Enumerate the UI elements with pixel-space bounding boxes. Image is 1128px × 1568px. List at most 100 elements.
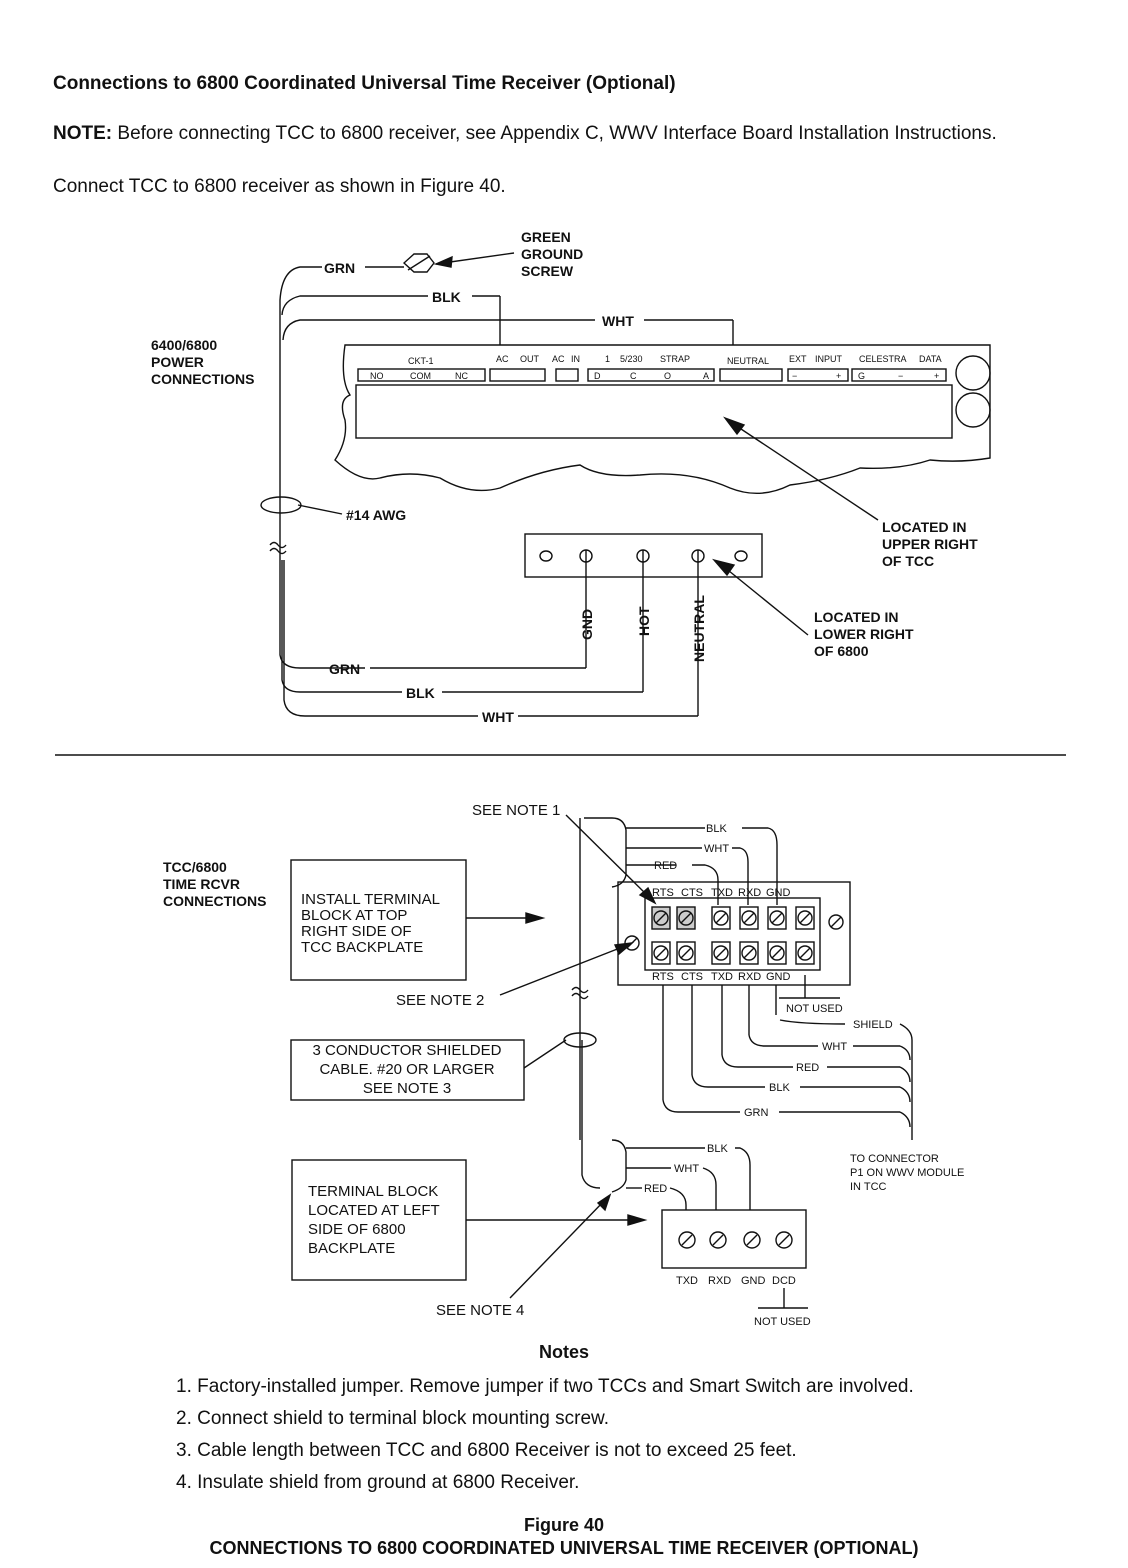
tcc-terminal-bottom: GND xyxy=(766,971,791,983)
figure-number: Figure 40 xyxy=(523,1515,605,1535)
tcc-label-line3: CONNECTIONS xyxy=(163,893,266,909)
tcc-terminal-top: CTS xyxy=(681,887,703,899)
tcc-terminal-bottom: RTS xyxy=(652,971,674,983)
connector-line3: IN TCC xyxy=(850,1181,887,1193)
wire-wht-6800: WHT xyxy=(674,1163,699,1175)
note-line: NOTE: Before connecting TCC to 6800 rece… xyxy=(53,123,997,145)
wire-grn-out: GRN xyxy=(744,1107,769,1119)
wire-blk-in: BLK xyxy=(706,823,727,835)
terminal-box-line3: SIDE OF 6800 xyxy=(308,1221,406,1238)
strip-label: INPUT xyxy=(815,354,843,364)
power-label-line3: CONNECTIONS xyxy=(151,371,254,387)
terminal-box-line1: TERMINAL BLOCK xyxy=(308,1183,438,1200)
cable-box-line1: 3 CONDUCTOR SHIELDED xyxy=(313,1042,502,1059)
strip-label: EXT xyxy=(789,354,807,364)
strip-sub-label: + xyxy=(836,371,841,381)
r6800-terminal: GND xyxy=(741,1275,766,1287)
note-item: 3. Cable length between TCC and 6800 Rec… xyxy=(176,1440,797,1461)
tcc-label-line1: TCC/6800 xyxy=(163,859,227,875)
strip-sub-label: O xyxy=(664,371,671,381)
strip-label: CELESTRA xyxy=(859,354,907,364)
r6800-location-line2: LOWER RIGHT xyxy=(814,626,914,642)
tcc-label-line2: TIME RCVR xyxy=(163,876,240,892)
install-box-line1: INSTALL TERMINAL xyxy=(301,891,440,908)
wire-red-out: RED xyxy=(796,1062,819,1074)
terminal-box-line4: BACKPLATE xyxy=(308,1240,395,1257)
wire-blk-out: BLK xyxy=(769,1082,790,1094)
strip-label: 5/230 xyxy=(620,354,643,364)
r6800-terminal: TXD xyxy=(676,1275,698,1287)
see-note-4: SEE NOTE 4 xyxy=(436,1302,524,1319)
strip-label: IN xyxy=(571,354,580,364)
tcc-terminal-top: RTS xyxy=(652,887,674,899)
strip-sub-label: − xyxy=(898,371,903,381)
strip-label: NEUTRAL xyxy=(727,356,769,366)
note-item: 1. Factory-installed jumper. Remove jump… xyxy=(176,1376,914,1397)
terminal-gnd: GND xyxy=(579,609,595,640)
r6800-terminal: RXD xyxy=(708,1275,731,1287)
wire-red-6800: RED xyxy=(644,1183,667,1195)
strip-sub-label: A xyxy=(703,371,709,381)
ground-label-line3: SCREW xyxy=(521,263,574,279)
awg-label: #14 AWG xyxy=(346,507,406,523)
see-note-2: SEE NOTE 2 xyxy=(396,992,484,1009)
tcc-location-line3: OF TCC xyxy=(882,553,934,569)
strip-sub-label: NC xyxy=(455,371,468,381)
strip-sub-label: − xyxy=(792,371,797,381)
cable-bundle-icon xyxy=(260,496,302,514)
strip-label: OUT xyxy=(520,354,540,364)
strip-sub-label: COM xyxy=(410,371,431,381)
terminal-neutral: NEUTRAL xyxy=(691,595,707,662)
strip-sub-label: G xyxy=(858,371,865,381)
strip-label: AC xyxy=(552,354,565,364)
notes-title: Notes xyxy=(538,1342,589,1362)
tcc-terminal-top: GND xyxy=(766,887,791,899)
connector-line1: TO CONNECTOR xyxy=(850,1153,939,1165)
wire-wht-in: WHT xyxy=(704,843,729,855)
ground-screw-icon xyxy=(402,253,435,273)
tcc-location-line2: UPPER RIGHT xyxy=(882,536,978,552)
strip-label: STRAP xyxy=(660,354,690,364)
note-text: Before connecting TCC to 6800 receiver, … xyxy=(117,123,997,144)
wire-blk-top: BLK xyxy=(432,289,461,305)
strip-label: 1 xyxy=(605,354,610,364)
wire-wht-bottom: WHT xyxy=(482,709,514,725)
note-item: 2. Connect shield to terminal block moun… xyxy=(176,1408,609,1429)
strip-label: CKT-1 xyxy=(408,356,434,366)
tcc-terminal-top: TXD xyxy=(711,887,733,899)
power-label-line1: 6400/6800 xyxy=(151,337,217,353)
note-item: 4. Insulate shield from ground at 6800 R… xyxy=(176,1472,580,1493)
wire-blk-bottom: BLK xyxy=(406,685,435,701)
strip-sub-label: D xyxy=(594,371,601,381)
install-box-line2: BLOCK AT TOP xyxy=(301,907,407,924)
notes-list: 1. Factory-installed jumper. Remove jump… xyxy=(176,1375,914,1503)
strip-sub-label: NO xyxy=(370,371,384,381)
wire-blk-6800: BLK xyxy=(707,1143,728,1155)
figure-title: CONNECTIONS TO 6800 COORDINATED UNIVERSA… xyxy=(209,1538,919,1558)
r6800-terminal: DCD xyxy=(772,1275,796,1287)
strip-label: AC xyxy=(496,354,509,364)
wire-red-in: RED xyxy=(654,860,677,872)
terminal-hot: HOT xyxy=(636,606,652,636)
shield-label: SHIELD xyxy=(853,1019,893,1031)
tcc-terminal-top: RXD xyxy=(738,887,761,899)
r6800-location-line3: OF 6800 xyxy=(814,643,869,659)
ground-label-line2: GROUND xyxy=(521,246,583,262)
install-box-line3: RIGHT SIDE OF xyxy=(301,923,412,940)
cable-box-line2: CABLE. #20 OR LARGER xyxy=(319,1061,494,1078)
wire-grn-bottom: GRN xyxy=(329,661,360,677)
note-label: NOTE: xyxy=(53,123,113,144)
install-box-line4: TCC BACKPLATE xyxy=(301,939,423,956)
wire-wht-top: WHT xyxy=(602,313,634,329)
tcc-terminal-bottom: TXD xyxy=(711,971,733,983)
section-heading: Connections to 6800 Coordinated Universa… xyxy=(53,73,676,94)
tcc-location-line1: LOCATED IN xyxy=(882,519,967,535)
wire-wht-out: WHT xyxy=(822,1041,847,1053)
ground-label-line1: GREEN xyxy=(521,229,571,245)
intro-text: Connect TCC to 6800 receiver as shown in… xyxy=(53,176,506,197)
cable-box-line3: SEE NOTE 3 xyxy=(363,1080,451,1097)
strip-sub-label: + xyxy=(934,371,939,381)
r6800-location-line1: LOCATED IN xyxy=(814,609,899,625)
see-note-1: SEE NOTE 1 xyxy=(472,802,560,819)
